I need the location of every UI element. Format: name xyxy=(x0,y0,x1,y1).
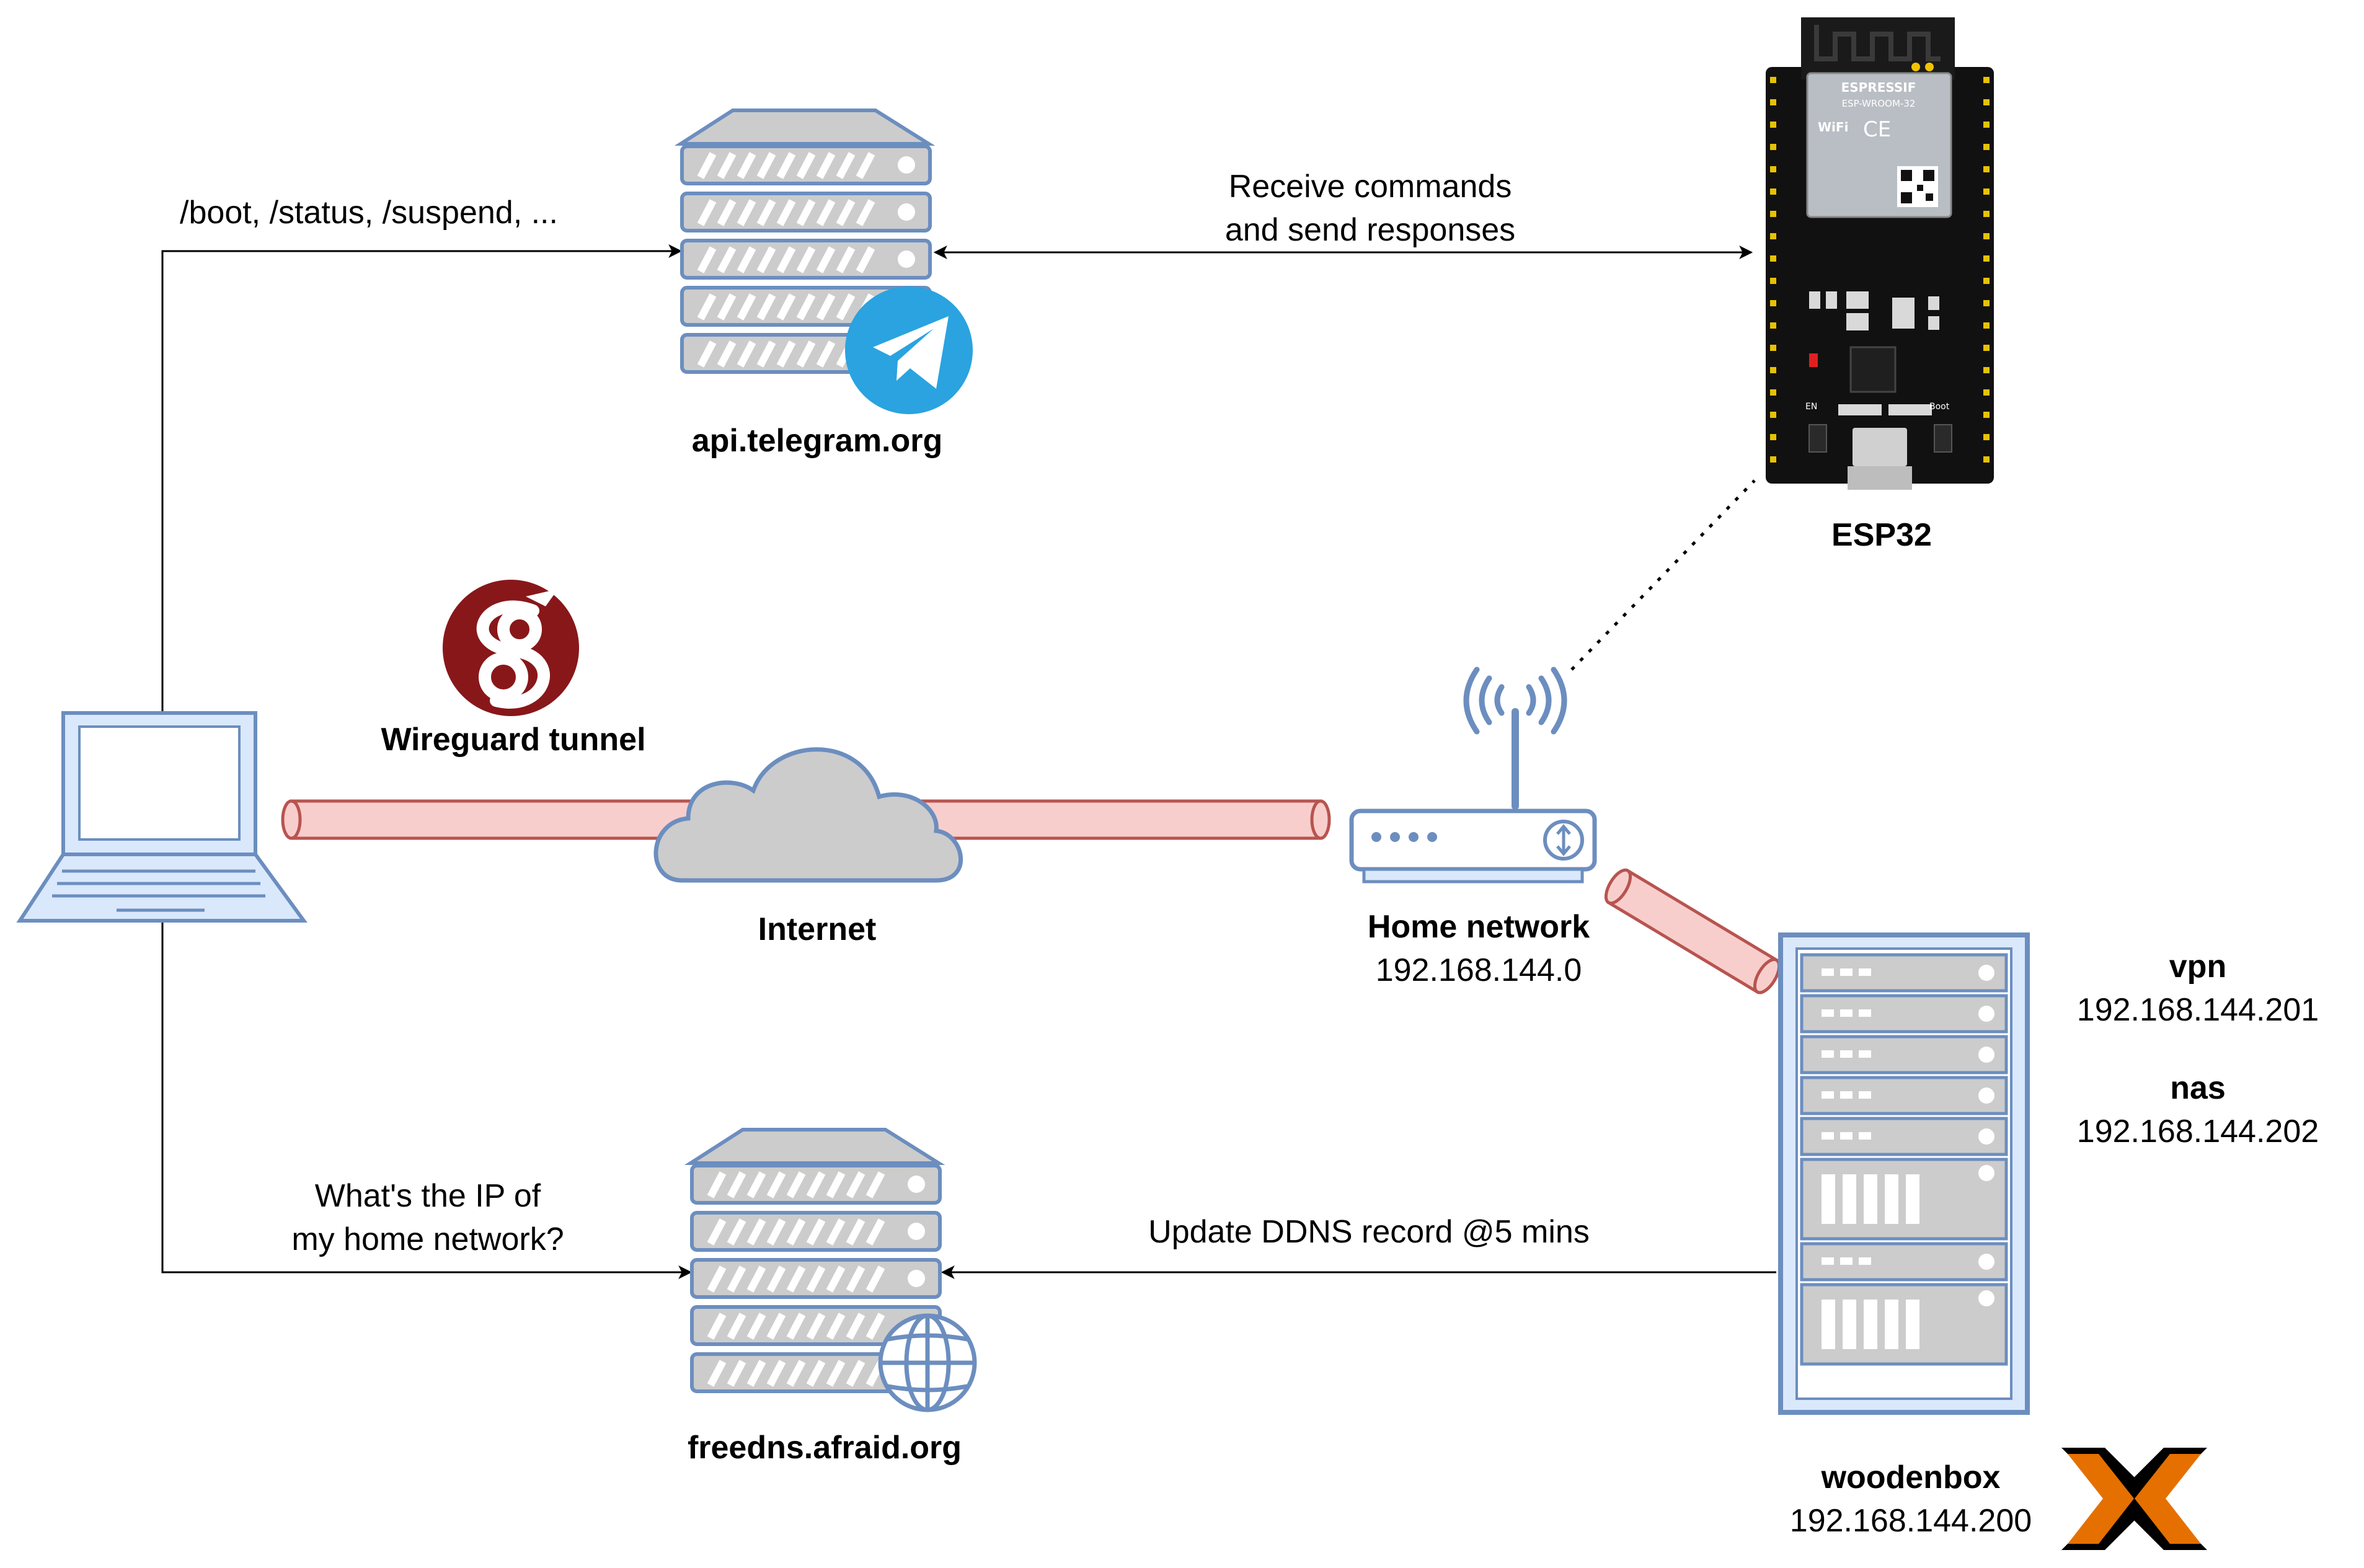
cloud-icon xyxy=(653,747,963,883)
wireguard-label: Wireguard tunnel xyxy=(381,722,645,758)
esp32-wifi-mark: WiFi xyxy=(1818,120,1848,135)
labels: /boot, /status, /suspend, ... Receive co… xyxy=(180,169,2319,1539)
edge-label-telegram-commands: /boot, /status, /suspend, ... xyxy=(180,195,558,231)
esp32-board-icon: ESPRESSIF ESP-WROOM-32 WiFi CE EN Boot xyxy=(1766,17,1994,490)
nas-ip: 192.168.144.202 xyxy=(2077,1114,2319,1149)
woodenbox-label: woodenbox xyxy=(1821,1459,2001,1495)
woodenbox-ip: 192.168.144.200 xyxy=(1790,1503,2032,1539)
esp32-en-label: EN xyxy=(1805,402,1817,412)
home-network-ip: 192.168.144.0 xyxy=(1376,952,1582,988)
edge-label-esp32-line1: Receive commands xyxy=(1229,169,1512,205)
globe-icon xyxy=(878,1313,977,1412)
connectors xyxy=(161,244,1776,1279)
esp32-module-brand: ESPRESSIF xyxy=(1841,80,1916,95)
telegram-icon xyxy=(845,286,973,414)
vpn-label: vpn xyxy=(2169,949,2226,985)
proxmox-icon xyxy=(2061,1448,2207,1550)
home-network-label: Home network xyxy=(1368,909,1590,945)
wireguard-icon xyxy=(443,580,579,716)
esp32-label: ESP32 xyxy=(1831,517,1932,553)
router-icon xyxy=(1349,667,1597,884)
internet-label: Internet xyxy=(758,911,877,947)
server-icon xyxy=(674,109,936,372)
laptop-icon xyxy=(16,711,308,923)
nas-label: nas xyxy=(2170,1070,2226,1106)
lan-pipe xyxy=(1604,868,1781,994)
edge-laptop-freedns xyxy=(161,922,693,1279)
telegram-label: api.telegram.org xyxy=(692,423,943,459)
edge-label-ddns-update: Update DDNS record @5 mins xyxy=(1148,1214,1590,1250)
server-icon xyxy=(684,1128,945,1391)
edge-label-esp32-line2: and send responses xyxy=(1225,212,1515,248)
esp32-ce-mark: CE xyxy=(1863,117,1891,142)
rack-icon xyxy=(1778,932,2030,1415)
edge-label-freedns-line2: my home network? xyxy=(291,1221,564,1257)
esp32-boot-label: Boot xyxy=(1929,402,1950,412)
esp32-module-model: ESP-WROOM-32 xyxy=(1842,98,1916,109)
edge-label-freedns-line1: What's the IP of xyxy=(315,1178,541,1214)
vpn-ip: 192.168.144.201 xyxy=(2077,992,2319,1028)
freedns-label: freedns.afraid.org xyxy=(688,1430,962,1466)
edge-router-esp32-wireless xyxy=(1570,479,1756,671)
edge-laptop-telegram xyxy=(161,244,683,713)
